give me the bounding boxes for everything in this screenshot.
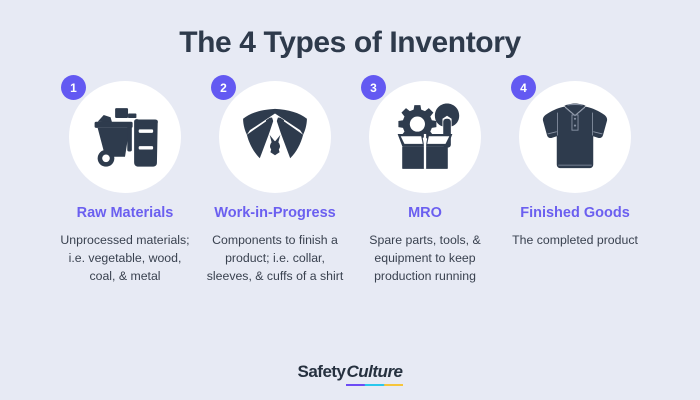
column-body-4: The completed product <box>512 233 638 248</box>
step-badge-2: 2 <box>211 75 236 100</box>
logo-gradient-underline <box>345 383 403 386</box>
icon-container-3: 3 <box>361 75 481 193</box>
shirt-collar-icon <box>243 108 307 159</box>
inventory-column-raw-materials: 1 <box>50 75 200 286</box>
page-title: The 4 Types of Inventory <box>179 26 521 59</box>
column-body-3: Spare parts, tools, & equipment to keep … <box>369 233 481 284</box>
box-with-gear-and-wrench-icon <box>397 103 460 169</box>
logo-text-culture: Culture <box>345 362 404 386</box>
icon-container-2: 2 <box>211 75 331 193</box>
inventory-type-columns: 1 <box>0 75 700 286</box>
icon-container-4: 4 <box>511 75 631 193</box>
step-badge-3: 3 <box>361 75 386 100</box>
icon-container-1: 1 <box>61 75 181 193</box>
step-badge-4: 4 <box>511 75 536 100</box>
inventory-column-finished-goods: 4 <box>500 75 650 250</box>
logo-text-safety: Safety <box>297 362 346 381</box>
inventory-column-work-in-progress: 2 <box>200 75 350 286</box>
column-heading-4: Finished Goods <box>520 205 630 221</box>
inventory-column-mro: 3 <box>350 75 500 286</box>
column-heading-2: Work-in-Progress <box>214 205 336 221</box>
logo-culture-label: Culture <box>346 362 404 381</box>
step-badge-1: 1 <box>61 75 86 100</box>
column-heading-3: MRO <box>408 205 442 221</box>
column-body-2: Components to finish a product; i.e. col… <box>206 233 344 284</box>
cart-with-materials-icon <box>94 108 158 167</box>
polo-shirt-icon <box>542 103 608 169</box>
column-heading-1: Raw Materials <box>76 205 174 221</box>
column-body-1: Unprocessed materials; i.e. vegetable, w… <box>60 233 190 284</box>
